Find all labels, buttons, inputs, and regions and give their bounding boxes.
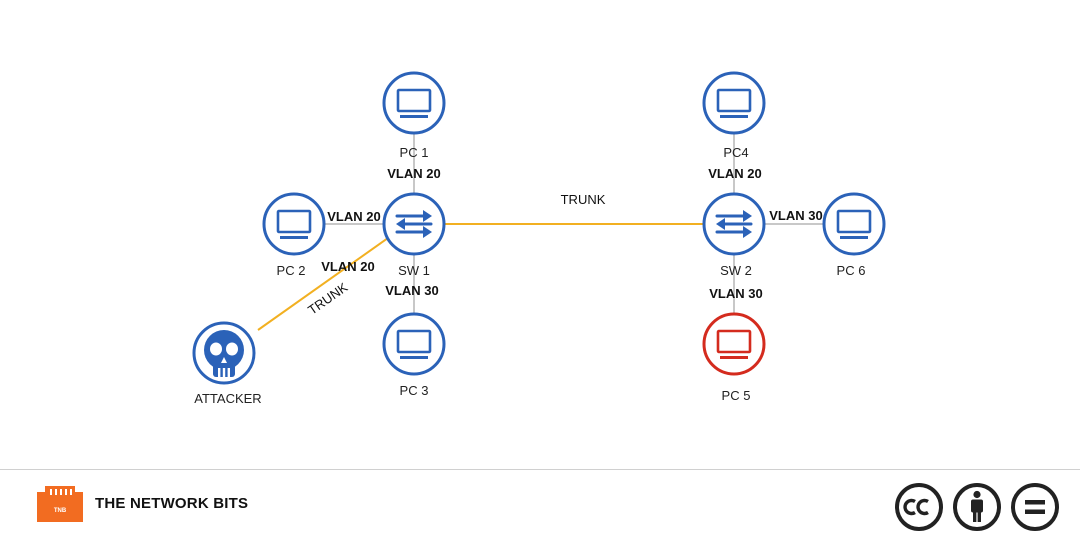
pc6-node[interactable] bbox=[822, 192, 886, 256]
pc1-node[interactable] bbox=[382, 71, 446, 135]
pc1-label: PC 1 bbox=[400, 145, 429, 160]
pc3-label: PC 3 bbox=[400, 383, 429, 398]
vlan-label-pc6: VLAN 30 bbox=[769, 208, 822, 223]
monitor-icon bbox=[716, 329, 752, 359]
sw1-node[interactable] bbox=[382, 192, 446, 256]
pc2-node[interactable] bbox=[262, 192, 326, 256]
cc-icon bbox=[895, 483, 943, 531]
sw2-node[interactable] bbox=[702, 192, 766, 256]
vlan-label-pc3: VLAN 30 bbox=[385, 283, 438, 298]
tnb-logo-icon: TNB bbox=[37, 486, 83, 522]
no-derivatives-icon bbox=[1011, 483, 1059, 531]
trunk-label-attacker: TRUNK bbox=[305, 279, 351, 317]
attribution-icon bbox=[953, 483, 1001, 531]
network-diagram: PC 1 PC 2 SW 1 PC 3 PC4 SW 2 PC 6 PC 5 A… bbox=[192, 71, 886, 406]
pc4-label: PC4 bbox=[723, 145, 748, 160]
links bbox=[257, 134, 823, 331]
switch-arrows-icon bbox=[395, 210, 433, 238]
attacker-node[interactable] bbox=[192, 321, 256, 385]
pc5-node[interactable] bbox=[702, 312, 766, 376]
switch-arrows-icon bbox=[715, 210, 753, 238]
vlan-label-pc1: VLAN 20 bbox=[387, 166, 440, 181]
sw1-label: SW 1 bbox=[398, 263, 430, 278]
logo-text: TNB bbox=[54, 508, 67, 514]
pc2-label: PC 2 bbox=[277, 263, 306, 278]
pc5-label: PC 5 bbox=[722, 388, 751, 403]
vlan-label-pc2: VLAN 20 bbox=[327, 209, 380, 224]
trunk-label-switches: TRUNK bbox=[561, 192, 606, 207]
trunk-attacker-sw1 bbox=[257, 237, 389, 331]
vlan-label-pc5: VLAN 30 bbox=[709, 286, 762, 301]
brand-name: THE NETWORK BITS bbox=[95, 495, 249, 512]
pc4-node[interactable] bbox=[702, 71, 766, 135]
skull-icon bbox=[204, 330, 244, 377]
attacker-label: ATTACKER bbox=[194, 391, 261, 406]
pc3-node[interactable] bbox=[382, 312, 446, 376]
sw2-label: SW 2 bbox=[720, 263, 752, 278]
vlan-label-attacker: VLAN 20 bbox=[321, 259, 374, 274]
pc6-label: PC 6 bbox=[837, 263, 866, 278]
footer: TNB THE NETWORK BITS bbox=[0, 469, 1080, 541]
vlan-label-pc4: VLAN 20 bbox=[708, 166, 761, 181]
